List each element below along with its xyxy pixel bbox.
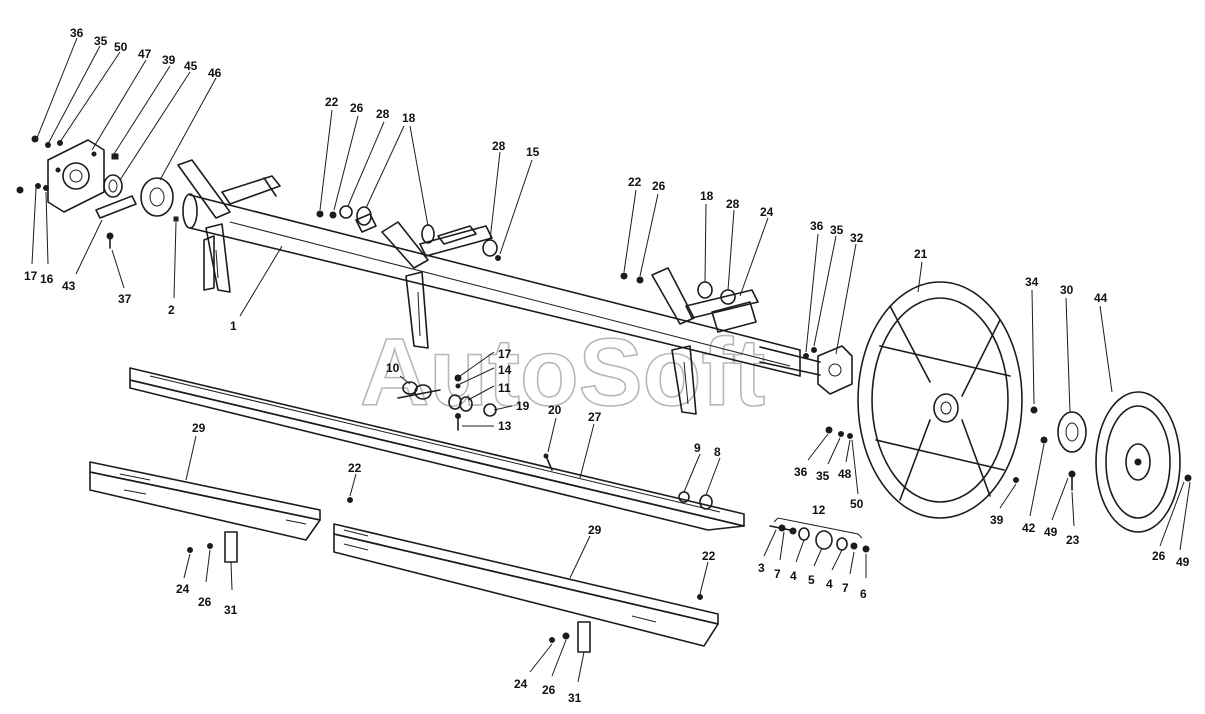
callout-label: 29: [588, 523, 602, 537]
callout-label: 11: [498, 381, 511, 395]
callout-label: 35: [94, 34, 108, 48]
right-pulley-assembly: [1030, 391, 1192, 533]
callout-label: 24: [514, 677, 528, 691]
callout-label: 17: [498, 347, 512, 361]
callout-label: 12: [812, 503, 826, 517]
callout-label: 2: [168, 303, 175, 317]
callout-label: 14: [498, 363, 512, 377]
callout-label: 7: [842, 581, 849, 595]
callout-label: 4: [790, 569, 797, 583]
callout-label: 34: [1025, 275, 1039, 289]
callout-label: 22: [325, 95, 339, 109]
callout-label: 26: [1152, 549, 1166, 563]
callout-label: 28: [376, 107, 390, 121]
callout-label: 43: [62, 279, 76, 293]
callout-label: 10: [386, 361, 400, 375]
callout-label: 24: [760, 205, 774, 219]
callout-label: 18: [700, 189, 714, 203]
callout-label: 9: [694, 441, 701, 455]
callout-label: 3: [758, 561, 765, 575]
callout-label: 28: [726, 197, 740, 211]
watermark: AutoSoft: [360, 319, 765, 426]
callout-label: 6: [860, 587, 867, 601]
callout-label: 19: [516, 399, 530, 413]
callout-label: 8: [714, 445, 721, 459]
callout-label: 36: [794, 465, 808, 479]
callout-label: 26: [652, 179, 666, 193]
callout-label: 35: [830, 223, 844, 237]
callout-label: 4: [826, 577, 833, 591]
callout-label: 36: [810, 219, 824, 233]
upper-bracket-parts: [316, 205, 377, 233]
left-support-frame: [177, 159, 281, 293]
callout-label: 39: [162, 53, 176, 67]
callout-label: 13: [498, 419, 512, 433]
callout-label: 26: [198, 595, 212, 609]
angle-bar-left: [89, 461, 353, 563]
callout-label: 32: [850, 231, 864, 245]
callout-label: 31: [224, 603, 238, 617]
callout-label: 28: [492, 139, 506, 153]
large-pulley: [825, 281, 1023, 519]
callout-label: 1: [230, 319, 237, 333]
callout-label: 7: [774, 567, 781, 581]
idler-assembly: [397, 374, 497, 431]
callout-label: 48: [838, 467, 852, 481]
callout-label: 46: [208, 66, 222, 80]
callout-label: 49: [1044, 525, 1058, 539]
callout-label: 27: [588, 410, 602, 424]
callout-label: 39: [990, 513, 1004, 527]
main-tube: [182, 193, 853, 395]
callouts: 36 35 50 47 39 45 46 17 16 43 37 2 1 22 …: [24, 26, 1191, 705]
callout-label: 22: [628, 175, 642, 189]
callout-label: 26: [542, 683, 556, 697]
callout-label: 21: [914, 247, 928, 261]
callout-label: 42: [1022, 521, 1036, 535]
shaft-parts: [769, 524, 870, 553]
callout-label: 47: [138, 47, 152, 61]
callout-label: 35: [816, 469, 830, 483]
callout-label: 22: [702, 549, 716, 563]
angle-bar-right: [333, 523, 719, 653]
callout-label: 17: [24, 269, 38, 283]
callout-label: 18: [402, 111, 416, 125]
callout-label: 36: [70, 26, 84, 40]
callout-label: 30: [1060, 283, 1074, 297]
callout-label: 20: [548, 403, 562, 417]
left-bearing-assembly: [16, 135, 179, 249]
callout-label: 44: [1094, 291, 1108, 305]
callout-label: 50: [114, 40, 128, 54]
callout-label: 45: [184, 59, 198, 73]
callout-label: 5: [808, 573, 815, 587]
callout-label: 23: [1066, 533, 1080, 547]
callout-label: 26: [350, 101, 364, 115]
callout-label: 37: [118, 292, 132, 306]
callout-label: 22: [348, 461, 362, 475]
callout-label: 15: [526, 145, 540, 159]
callout-label: 24: [176, 582, 190, 596]
callout-label: 16: [40, 272, 54, 286]
callout-label: 29: [192, 421, 206, 435]
long-bar: [129, 367, 745, 531]
callout-label: 31: [568, 691, 582, 705]
callout-label: 49: [1176, 555, 1190, 569]
callout-label: 50: [850, 497, 864, 511]
